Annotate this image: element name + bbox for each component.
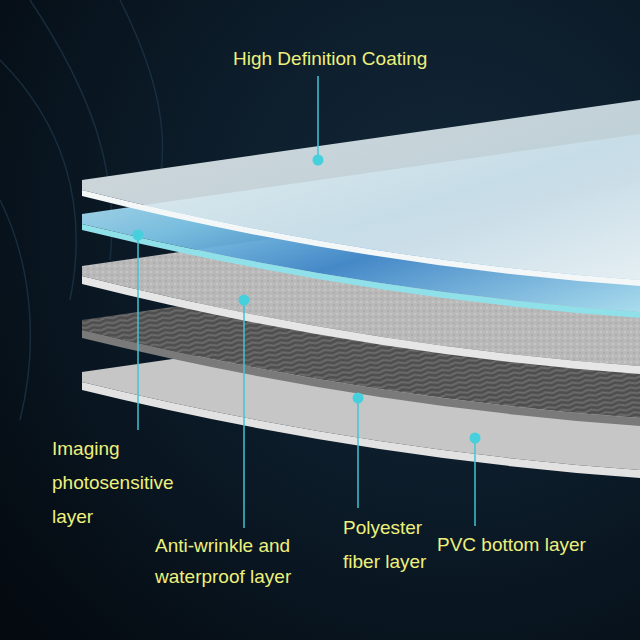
layer-label: High Definition Coating xyxy=(233,42,427,76)
layer-label: Anti-wrinkle and waterproof layer xyxy=(155,530,325,592)
layer-label: Polyester fiber layer xyxy=(343,511,439,579)
layer-label: PVC bottom layer xyxy=(437,528,586,562)
layer-label: Imaging photosensitive layer xyxy=(52,432,202,534)
